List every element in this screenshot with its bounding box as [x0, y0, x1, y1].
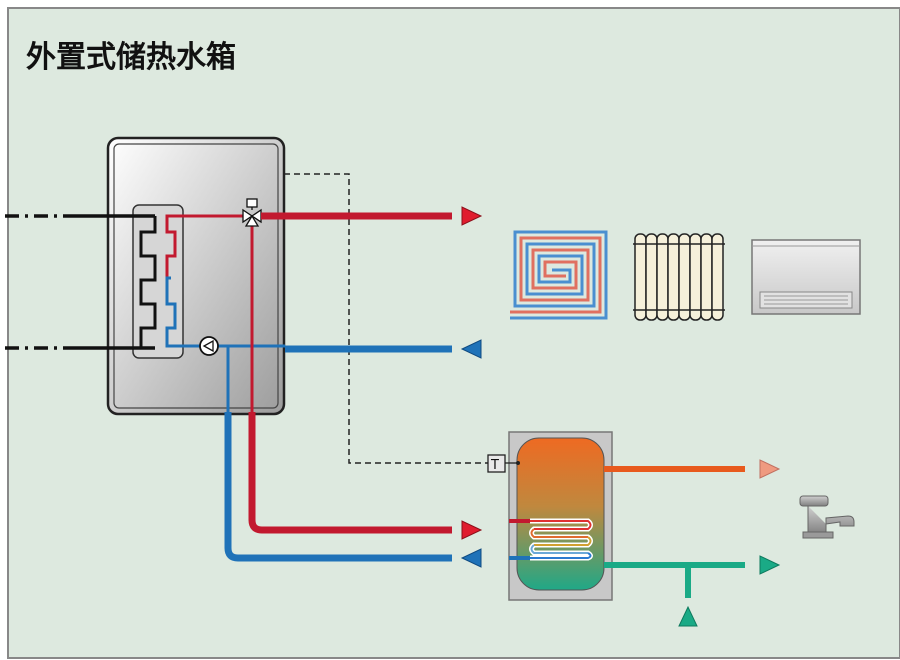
cold-water-inlet-arrow [678, 605, 698, 627]
heat-exchanger-coil-icon [139, 216, 157, 350]
tank-supply-arrow [461, 520, 483, 540]
exchanger-water-cold-side [165, 276, 182, 348]
sensor-contact [516, 461, 520, 465]
heat-pump-inner-panel [113, 143, 279, 409]
heating-supply-arrow [461, 206, 483, 226]
fan-coil-unit-icon [751, 239, 861, 315]
water-tap-icon [799, 495, 855, 539]
storage-tank-body [516, 437, 605, 591]
hot-water-outlet-arrow [759, 459, 781, 479]
exchanger-water-hot-side [165, 214, 177, 280]
tank-heating-coil [509, 518, 593, 561]
control-signal-line [251, 173, 492, 464]
heat-exchanger-body [132, 204, 184, 359]
pump-arrow [202, 339, 214, 353]
cold-water-outlet-arrow [759, 555, 781, 575]
diagram-title: 外置式储热水箱 [26, 40, 236, 75]
temperature-sensor-label: T [490, 458, 499, 473]
underfloor-heating-icon [510, 230, 608, 320]
heating-return-arrow [460, 339, 482, 359]
tank-supply-pipe [248, 412, 452, 534]
tank-return-arrow [460, 548, 482, 568]
radiator-icon [633, 233, 725, 321]
tank-return-pipe [224, 412, 452, 562]
